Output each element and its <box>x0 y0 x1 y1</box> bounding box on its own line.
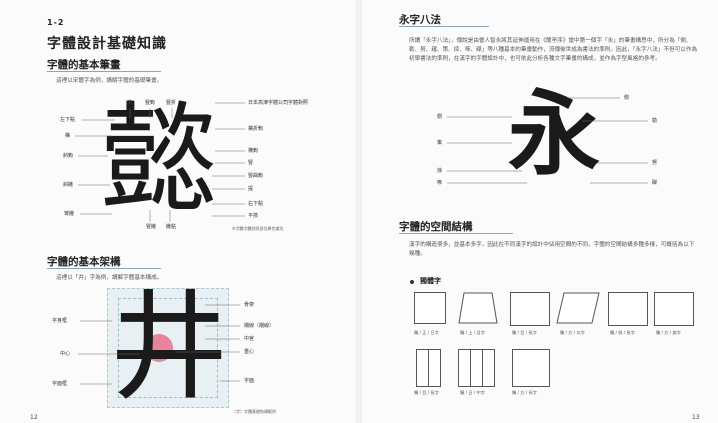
stroke-label: 提 <box>248 186 254 192</box>
stroke-label: 橫 <box>127 100 133 106</box>
eight-principles-body: 所謂「永字八法」，傳說是由晉人智永將其延伸運用在《蘭亭序》當中第一個字「永」的筆… <box>409 38 698 62</box>
yong-label: 努 <box>652 160 658 166</box>
shape-caption: 獨 / 斜 / 長字 <box>610 330 635 335</box>
shape-rect <box>608 292 648 326</box>
shape-trapezoid <box>458 292 498 324</box>
shape-rect-wide <box>654 292 694 326</box>
stroke-label: 日本高津字體公司字體對照 <box>248 100 309 106</box>
face-frame <box>118 298 218 398</box>
stroke-label: 橫 <box>65 133 71 139</box>
shape-tall-strip <box>482 349 495 387</box>
yong-label: 側 <box>624 95 630 101</box>
right-page: 永字八法 所謂「永字八法」，傳說是由晉人智永將其延伸運用在《蘭亭序》當中第一個字… <box>362 0 718 423</box>
strokes-caption: ※字體字體對照部位屬性識別 <box>232 226 284 231</box>
yong-glyph: 永 <box>508 80 601 188</box>
stroke-label: 斜鉤 <box>63 153 74 159</box>
stroke-label: 豎鉤 <box>145 100 156 106</box>
shape-parallelogram <box>556 292 600 324</box>
eight-principles-heading: 永字八法 <box>399 14 441 26</box>
strokes-heading: 字體的基本筆畫 <box>47 59 121 71</box>
stroke-label: 撇點 <box>166 224 177 230</box>
stroke-label: 豎曲鉤 <box>248 173 264 179</box>
section-number: 1-2 <box>47 18 65 27</box>
yong-label: 勒 <box>652 118 658 124</box>
frame-label: 字面框 <box>52 381 68 387</box>
frame-label: 骨架 <box>244 302 255 308</box>
frame-label: 重心 <box>244 349 255 355</box>
yong-label: 磔 <box>652 180 658 186</box>
stroke-label: 左下點 <box>60 117 76 123</box>
frame-label: 中心 <box>60 351 71 357</box>
shape-tall-strip <box>428 349 441 387</box>
heading-rule <box>47 71 161 72</box>
shape-caption: 獨 / 正 / 日字 <box>414 330 439 335</box>
strokes-glyph: 懿 <box>100 90 219 228</box>
shape-caption: 獨 / 方 / 長字 <box>512 390 537 395</box>
heading-rule <box>399 233 513 234</box>
bullet-dot <box>410 280 414 284</box>
stroke-label: 横鉤 <box>248 148 259 154</box>
shape-caption: 獨 / 方 / 口字 <box>560 330 585 335</box>
shape-caption: 獨 / 方 / 扁字 <box>656 330 681 335</box>
book-gutter <box>356 0 362 423</box>
frame-label: 中宮 <box>244 336 255 342</box>
yong-label: 側 <box>437 114 443 120</box>
frame-glyph: 井 <box>110 278 229 416</box>
page-number: 13 <box>692 414 700 421</box>
shape-square <box>414 292 446 324</box>
page-number: 12 <box>30 414 38 421</box>
frame-leader-lines <box>78 304 240 385</box>
spatial-heading: 字體的空間結構 <box>399 221 473 233</box>
stroke-label: 豎 <box>248 160 254 166</box>
yong-label: 掠 <box>437 168 443 174</box>
frame-intro: 這裡以「井」字為例，講解字體基本構成。 <box>56 275 163 281</box>
yong-label: 策 <box>437 140 443 146</box>
stroke-label: 斜撇 <box>63 182 74 188</box>
shape-wide-rect <box>510 292 550 326</box>
yong-label: 啄 <box>437 180 443 186</box>
shape-caption: 獨 / 目 / 長字 <box>512 330 537 335</box>
shape-caption: 獨 / 上 / 月字 <box>460 330 485 335</box>
stroke-label: 右下點 <box>248 201 264 207</box>
frame-heading: 字體的基本架構 <box>47 256 121 268</box>
frame-caption: （字）字體基礎結構範例 <box>232 409 276 414</box>
shape-caption: 獨 / 目 / 長字 <box>414 390 439 395</box>
strokes-leader-lines <box>75 102 245 222</box>
spatial-body: 漢字的構造很多，並基本多字，因此在不同漢字的設計中佔用空間的不同，字體的空間結構… <box>409 242 695 257</box>
left-page: 1-2 字體設計基礎知識 字體的基本筆畫 這裡以宋體字為例，講解字體的基礎筆畫。… <box>0 0 356 423</box>
stroke-label: 豎折 <box>166 100 177 106</box>
stroke-label: 彎撇 <box>64 211 75 217</box>
heading-rule <box>399 26 489 27</box>
frame-label: 字面 <box>244 378 255 384</box>
heading-rule <box>47 268 161 269</box>
shape-square-large <box>512 349 550 387</box>
stroke-label: 豎撇 <box>146 224 157 230</box>
strokes-intro: 這裡以宋體字為例，講解字體的基礎筆畫。 <box>56 78 163 84</box>
yong-leader-lines <box>447 97 648 184</box>
single-char-subheading: 獨體字 <box>420 277 441 285</box>
center-of-gravity-dot <box>145 334 173 362</box>
shape-caption: 獨 / 日 / 中字 <box>460 390 485 395</box>
frame-label: 襯線（襯線） <box>244 323 275 329</box>
stroke-label: 橫折鉤 <box>248 126 264 132</box>
page-title: 字體設計基礎知識 <box>47 36 167 52</box>
frame-label: 字身框 <box>52 318 68 324</box>
stroke-label: 平捺 <box>248 213 259 219</box>
